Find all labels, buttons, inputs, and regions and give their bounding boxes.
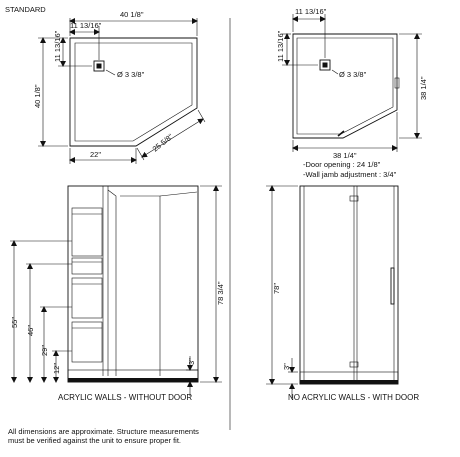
right-base: 3"	[282, 363, 291, 370]
right-drain-core	[322, 62, 328, 68]
hinge-bottom	[349, 361, 359, 368]
right-drain-icon	[319, 59, 331, 71]
right-drain-offset-x: 11 13/16"	[295, 7, 327, 16]
right-plan-outline	[292, 33, 398, 139]
left-drain-diameter: Ø 3 3/8"	[117, 70, 145, 79]
left-drain-offset-x: 11 13/16"	[70, 21, 102, 30]
shelf-mid	[71, 257, 103, 275]
door-handle	[390, 267, 395, 305]
shelf-upper	[71, 207, 103, 257]
right-elev-outline	[299, 185, 399, 385]
footer-line-2: must be verified against the unit to ens…	[8, 436, 181, 445]
right-elev-caption: NO ACRYLIC WALLS - WITH DOOR	[288, 393, 419, 402]
right-total-height: 78"	[272, 283, 281, 294]
right-plan-inner	[296, 37, 394, 135]
left-total-height: 78 3/4"	[216, 281, 225, 305]
left-elev-back-edge	[107, 189, 117, 376]
left-plan-inner	[74, 42, 193, 142]
left-elev-back-panel	[120, 195, 161, 376]
right-plan-hinge	[394, 77, 400, 89]
wall-jamb-note: -Wall jamb adjustment : 3/4"	[303, 170, 397, 179]
left-drain-icon	[93, 60, 105, 72]
shelf-bottom	[71, 321, 103, 363]
door-opening-note: -Door opening : 24 1/8"	[303, 160, 381, 169]
left-elev-base-fill	[68, 378, 198, 382]
right-drain-diameter: Ø 3 3/8"	[339, 70, 367, 79]
left-plan-outline	[69, 37, 198, 147]
shelf-lower	[71, 277, 103, 319]
right-elev-base-fill	[300, 380, 398, 384]
right-plan-jamb	[337, 130, 345, 137]
right-drain-offset-y: 11 13/16"	[276, 30, 285, 62]
left-top-width: 40 1/8"	[120, 10, 144, 19]
height-46: 46"	[26, 325, 35, 336]
height-12: 12"	[52, 363, 61, 374]
left-bottom-width: 22"	[90, 150, 101, 159]
right-bottom-width: 38 1/4"	[333, 151, 357, 160]
left-diagonal-dim	[141, 118, 204, 158]
standard-label: STANDARD	[5, 5, 46, 14]
left-base: 3"	[187, 358, 196, 365]
right-drain-leader	[331, 69, 339, 75]
left-drain-core	[96, 63, 102, 69]
left-elev-caption: ACRYLIC WALLS - WITHOUT DOOR	[58, 393, 192, 402]
right-depth: 38 1/4"	[419, 76, 428, 100]
footer-line-1: All dimensions are approximate. Structur…	[8, 427, 199, 436]
left-elevation: 78 3/4" 3" 55" 46" 29" 12" ACRYLIC WALLS…	[10, 185, 225, 402]
left-plan-view: Ø 3 3/8" 40 1/8" 11 13/16" 11 13/16" 40 …	[33, 10, 206, 164]
height-55: 55"	[10, 317, 19, 328]
left-depth: 40 1/8"	[33, 84, 42, 108]
height-29: 29"	[40, 345, 49, 356]
left-drain-offset-y: 11 13/16"	[53, 30, 62, 62]
right-elevation: 78" 3" NO ACRYLIC WALLS - WITH DOOR	[266, 185, 419, 402]
hinge-top	[349, 195, 359, 202]
left-drain-leader	[105, 69, 116, 76]
right-plan-view: Ø 3 3/8" 11 13/16" 11 13/16" 38 1/4" 38 …	[276, 7, 428, 179]
